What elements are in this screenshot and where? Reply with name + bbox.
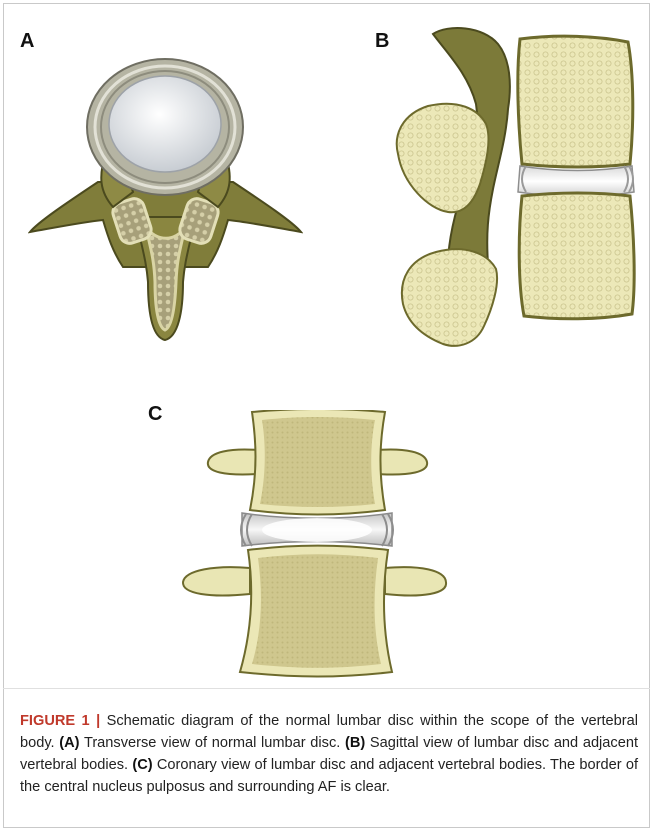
caption-divider bbox=[3, 688, 650, 689]
upper-vertebral-body-shape bbox=[518, 36, 633, 167]
caption-tag-b: (B) bbox=[345, 735, 365, 751]
nucleus-pulposus-shape bbox=[109, 76, 221, 172]
caption-tag-c: (C) bbox=[132, 757, 152, 773]
coronary-view-illustration bbox=[180, 410, 455, 680]
lower-spinous-process-shape bbox=[402, 249, 497, 346]
panel-label-c: C bbox=[148, 403, 162, 426]
caption-text-a: Transverse view of normal lumbar disc. bbox=[80, 735, 345, 751]
lower-vertebral-body-shape bbox=[519, 193, 634, 319]
figure-caption: FIGURE 1 | Schematic diagram of the norm… bbox=[20, 710, 638, 798]
transverse-view-illustration bbox=[28, 42, 303, 342]
nucleus-coronal bbox=[262, 518, 372, 542]
upper-spinous-process-shape bbox=[397, 104, 489, 213]
sagittal-view-illustration bbox=[388, 14, 643, 354]
caption-tag-a: (A) bbox=[59, 735, 79, 751]
figure-number: FIGURE 1 | bbox=[20, 713, 100, 729]
